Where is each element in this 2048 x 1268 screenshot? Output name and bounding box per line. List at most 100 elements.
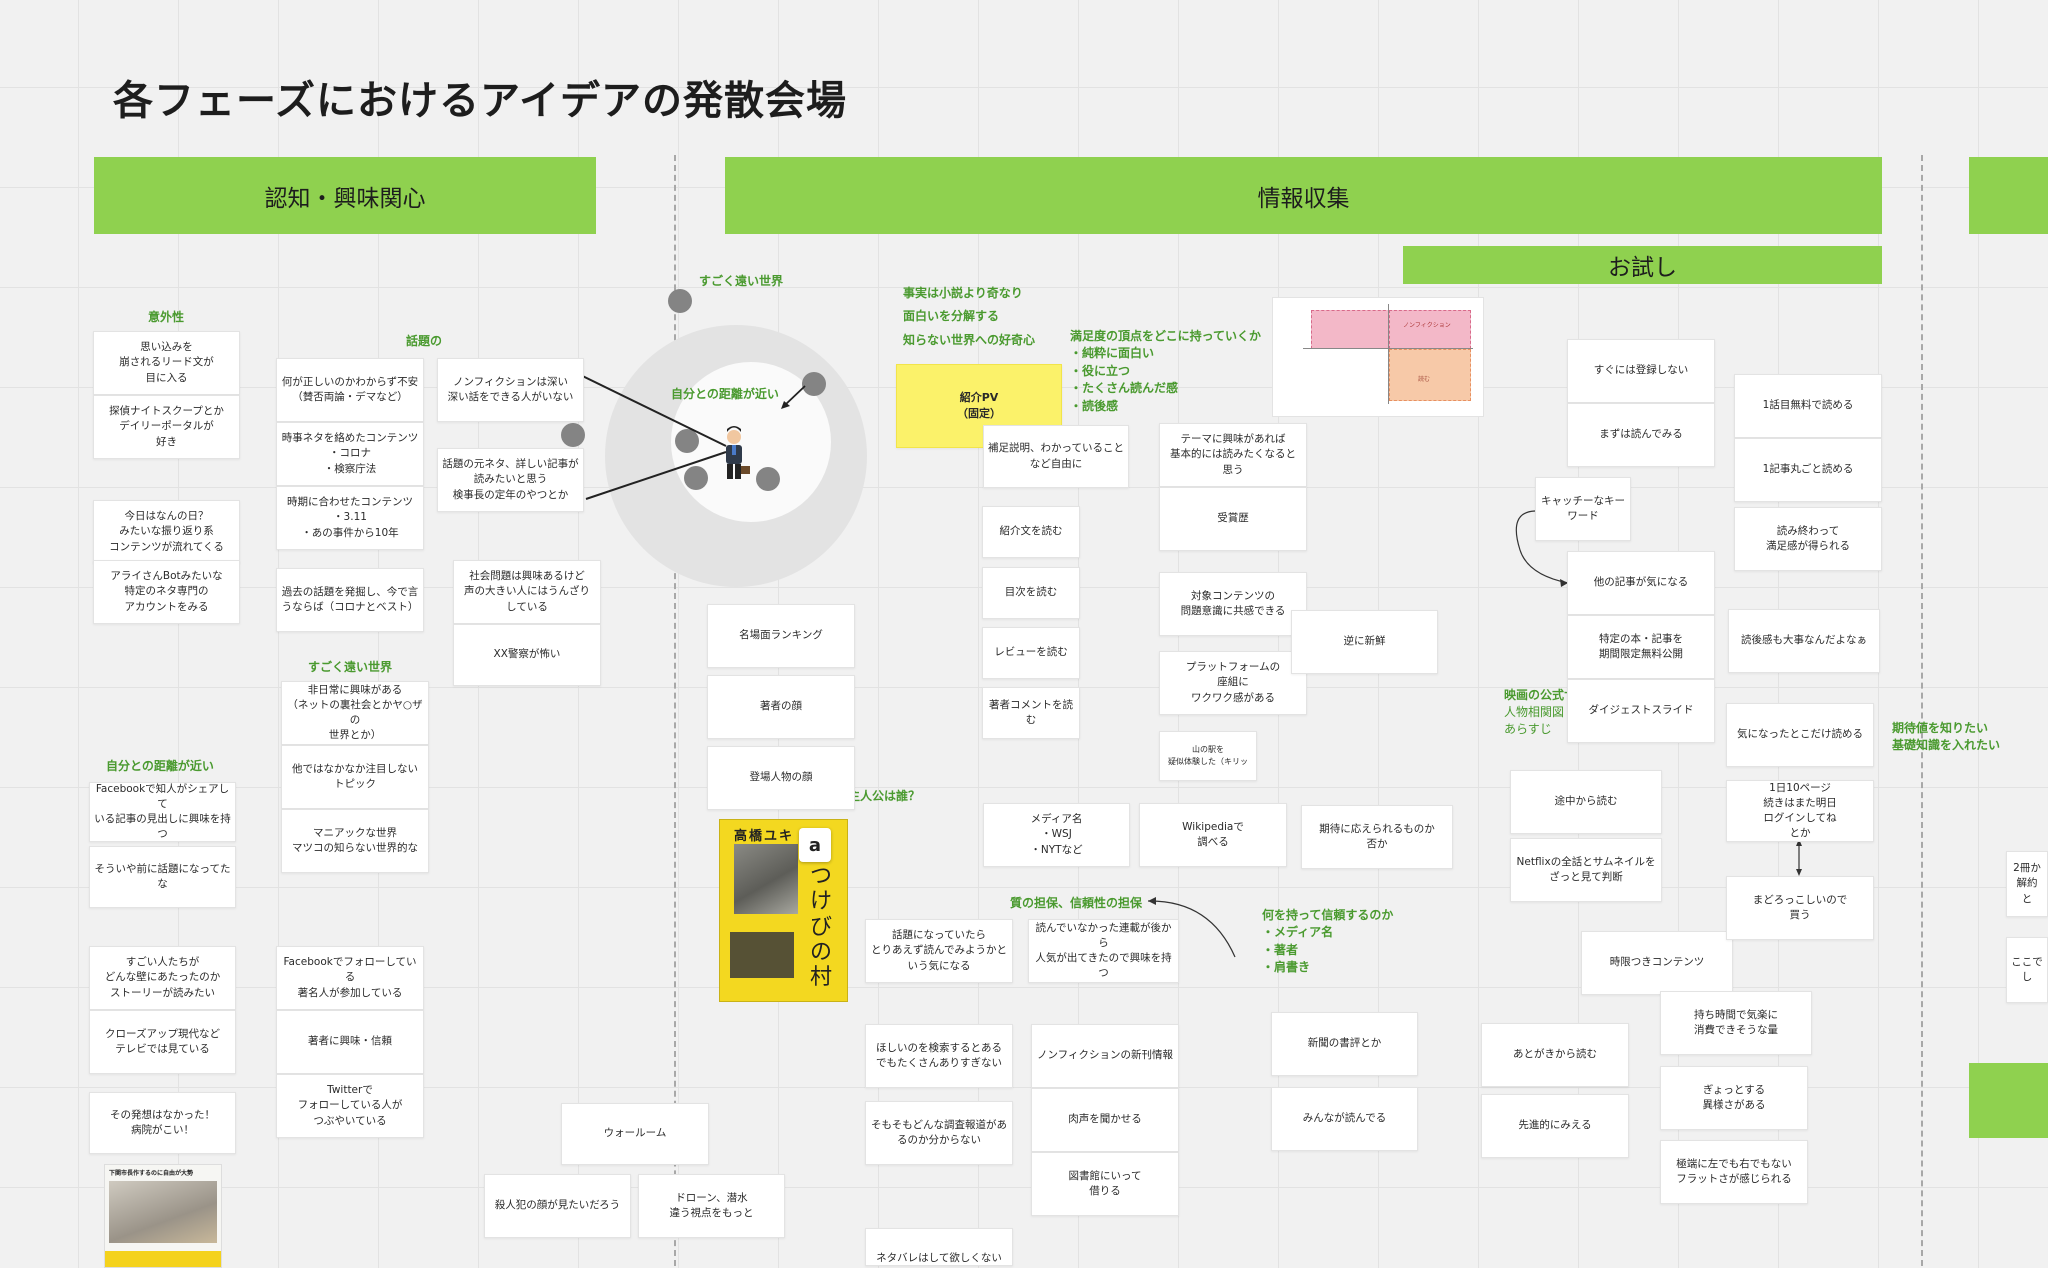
sticky-note[interactable]: その発想はなかった！ 病院がこい！	[89, 1092, 236, 1154]
phase-awareness-label: 認知・興味関心	[264, 185, 426, 212]
sticky-note[interactable]: そういや前に話題になってた な	[89, 846, 236, 908]
amazon-badge: a	[799, 828, 831, 862]
sticky-note[interactable]: 受賞歴	[1159, 487, 1307, 551]
orbit-dot	[675, 429, 699, 453]
sticky-note[interactable]: ドローン、潜水 違う視点をもっと	[638, 1174, 785, 1238]
label-trust-by: 何を持って信頼するのか ・メディア名 ・著者 ・肩書き	[1262, 908, 1394, 975]
sticky-note[interactable]: あとがきから読む	[1481, 1023, 1629, 1087]
label-expectation: 期待値を知りたい 基礎知識を入れたい	[1892, 721, 2001, 753]
sticky-note[interactable]: 期待に応えられるものか 否か	[1301, 805, 1453, 869]
label-topical: 話題の	[406, 334, 443, 348]
sticky-note[interactable]: キャッチーなキー ワード	[1535, 477, 1631, 541]
sticky-note[interactable]: 目次を読む	[982, 567, 1080, 619]
sticky-note[interactable]: 補足説明、わかっていること など自由に	[983, 425, 1129, 488]
matrix-axis-v	[1388, 304, 1389, 404]
sticky-note[interactable]: まどろっこしいので 買う	[1726, 876, 1874, 940]
label-far-world: すごく遠い世界	[699, 274, 784, 288]
sticky-note[interactable]: 他の記事が気になる	[1567, 551, 1715, 615]
book-title: つけびの村	[810, 864, 833, 991]
sticky-note[interactable]: すごい人たちが どんな壁にあたったのか ストーリーが読みたい	[89, 946, 236, 1010]
sticky-note[interactable]: 社会問題は興味あるけど 声の大きい人にはうんざり している	[453, 560, 601, 624]
sticky-note[interactable]: 登場人物の顔	[707, 746, 855, 810]
sticky-note[interactable]: 思い込みを 崩されるリード文が 目に入る	[93, 331, 240, 395]
sticky-note[interactable]: 時事ネタを絡めたコンテンツ ・コロナ ・検察庁法	[276, 422, 424, 486]
sticky-note[interactable]: ほしいのを検索するとある でもたくさんありすぎない	[865, 1024, 1013, 1088]
sticky-note[interactable]: 他ではなかなか注目しない トピック	[281, 745, 429, 809]
sticky-note[interactable]: ノンフィクションは深い 深い話をできる人がいない	[437, 358, 584, 422]
phase-info: 情報収集	[725, 157, 1882, 234]
sticky-note[interactable]: まずは読んでみる	[1567, 403, 1715, 467]
sticky-note[interactable]: ぎょっとする 異様さがある	[1660, 1066, 1808, 1130]
sticky-note[interactable]: 読んでいなかった連載が後から 人気が出てきたので興味を持つ	[1028, 919, 1179, 983]
phase-awareness: 認知・興味関心	[94, 157, 596, 234]
sticky-note[interactable]: 著者の顔	[707, 675, 855, 739]
sticky-note[interactable]: 紹介文を読む	[982, 506, 1080, 558]
sticky-note[interactable]: XX警察が怖い	[453, 624, 601, 686]
matrix-thumbnail[interactable]: ノンフィクション 読む	[1272, 297, 1484, 417]
sticky-note[interactable]: ウォールーム	[561, 1103, 709, 1165]
sticky-note[interactable]: 時限つきコンテンツ	[1581, 931, 1733, 995]
orbit-dot	[561, 423, 585, 447]
sticky-note[interactable]: 図書館にいって 借りる	[1031, 1152, 1179, 1216]
sticky-note[interactable]: 特定の本・記事を 期間限定無料公開	[1567, 615, 1715, 679]
sticky-note[interactable]: 著者に興味・信頼	[276, 1010, 424, 1074]
sticky-note[interactable]: 著者コメントを読む	[982, 687, 1080, 739]
sticky-note[interactable]: 殺人犯の顔が見たいだろう	[484, 1174, 631, 1238]
sticky-note[interactable]: 山の駅を 疑似体験した（キリッ	[1159, 731, 1257, 781]
sticky-note[interactable]: ノンフィクションの新刊情報	[1031, 1024, 1179, 1088]
article-thumbnail[interactable]: 下関市長作するのに自由が大勢	[104, 1164, 222, 1268]
sticky-note[interactable]: Facebookでフォローしている 著名人が参加している	[276, 946, 424, 1010]
sticky-note[interactable]: 気になったとこだけ読める	[1726, 703, 1874, 767]
sticky-note[interactable]: 話題の元ネタ、詳しい記事が 読みたいと思う 検事長の定年のやつとか	[437, 448, 584, 512]
sticky-note[interactable]: Twitterで フォローしている人が つぶやいている	[276, 1074, 424, 1138]
sticky-note[interactable]: 話題になっていたら とりあえず読んでみようかと いう気になる	[865, 919, 1013, 983]
sticky-note[interactable]: 持ち時間で気楽に 消費できそうな量	[1660, 991, 1812, 1055]
sticky-note[interactable]: 1記事丸ごと読める	[1734, 438, 1882, 502]
sticky-note[interactable]: ダイジェストスライド	[1567, 679, 1715, 743]
sticky-note[interactable]: 途中から読む	[1510, 770, 1662, 834]
sticky-note[interactable]: ネタバレはして欲しくない	[865, 1228, 1013, 1266]
sticky-note[interactable]: みんなが読んでる	[1271, 1087, 1418, 1151]
matrix-quadrant	[1389, 310, 1471, 349]
sticky-note[interactable]: メディア名 ・WSJ ・NYTなど	[983, 803, 1130, 867]
sticky-note[interactable]: 先進的にみえる	[1481, 1094, 1629, 1158]
sticky-note[interactable]: 2冊か 解約 と	[2006, 851, 2048, 917]
sticky-note[interactable]: 読み終わって 満足感が得られる	[1734, 507, 1882, 571]
label-far-world: すごく遠い世界	[308, 660, 393, 674]
sticky-note[interactable]: 今日はなんの日？ みたいな振り返り系 コンテンツが流れてくる	[93, 500, 240, 564]
sticky-note[interactable]: クローズアップ現代など テレビでは見ている	[89, 1010, 236, 1074]
phase-divider	[674, 155, 676, 1266]
sticky-note[interactable]: 名場面ランキング	[707, 604, 855, 668]
label-satisfaction: 満足度の頂点をどこに持っていくか ・純粋に面白い ・役に立つ ・たくさん読んだ感…	[1070, 329, 1262, 413]
sticky-note[interactable]: レビューを読む	[982, 627, 1080, 679]
sticky-note[interactable]: 過去の話題を発掘し、今で言 うならば（コロナとベスト）	[276, 568, 424, 632]
sticky-note[interactable]: 肉声を聞かせる	[1031, 1088, 1179, 1152]
sticky-note[interactable]: 新聞の書評とか	[1271, 1012, 1418, 1076]
sticky-note[interactable]: プラットフォームの 座組に ワクワク感がある	[1159, 651, 1307, 715]
sticky-note[interactable]: 探偵ナイトスクープとか デイリーポータルが 好き	[93, 395, 240, 459]
matrix-label: ノンフィクション	[1403, 322, 1451, 329]
sticky-note[interactable]: マニアックな世界 マツコの知らない世界的な	[281, 809, 429, 873]
sticky-note[interactable]: ここでし	[2006, 937, 2048, 1003]
book-cover[interactable]: 高橋ユキ つけびの村 a	[719, 819, 848, 1002]
sticky-note[interactable]: 1話目無料で読める	[1734, 374, 1882, 438]
sticky-note[interactable]: 時期に合わせたコンテンツ ・3.11 ・あの事件から10年	[276, 486, 424, 550]
sticky-note[interactable]: Wikipediaで 調べる	[1139, 803, 1287, 867]
book-photo	[734, 844, 798, 914]
sticky-note[interactable]: Facebookで知人がシェアして いる記事の見出しに興味を持 つ	[89, 782, 236, 842]
label-curiosity: 事実は小説より奇なり 面白いを分解する 知らない世界への好奇心	[903, 286, 1036, 347]
sticky-note[interactable]: 非日常に興味がある （ネットの裏社会とかヤ○ザの 世界とか）	[281, 681, 429, 745]
sticky-note[interactable]: 読後感も大事なんだよなぁ	[1728, 609, 1880, 673]
sticky-note[interactable]: 1日10ページ 続きはまた明日 ログインしてね とか	[1726, 780, 1874, 842]
sticky-note[interactable]: テーマに興味があれば 基本的には読みたくなると 思う	[1159, 423, 1307, 487]
sticky-note[interactable]: そもそもどんな調査報道があ るのか分からない	[865, 1101, 1013, 1165]
sticky-note[interactable]: Netflixの全話とサムネイルを ざっと見て判断	[1510, 838, 1662, 902]
sticky-note[interactable]: 対象コンテンツの 問題意識に共感できる	[1159, 572, 1307, 636]
orbit-dot	[802, 372, 826, 396]
sticky-note[interactable]: 極端に左でも右でもない フラットさが感じられる	[1660, 1140, 1808, 1204]
sticky-note[interactable]: 何が正しいのかわからず不安 （賛否両論・デマなど）	[276, 358, 424, 422]
sticky-note[interactable]: 逆に新鮮	[1291, 610, 1438, 674]
sticky-note[interactable]: アライさんBotみたいな 特定のネタ専門の アカウントをみる	[93, 560, 240, 624]
sticky-note[interactable]: すぐには登録しない	[1567, 339, 1715, 403]
label-near-self: 自分との距離が近い	[106, 759, 214, 773]
